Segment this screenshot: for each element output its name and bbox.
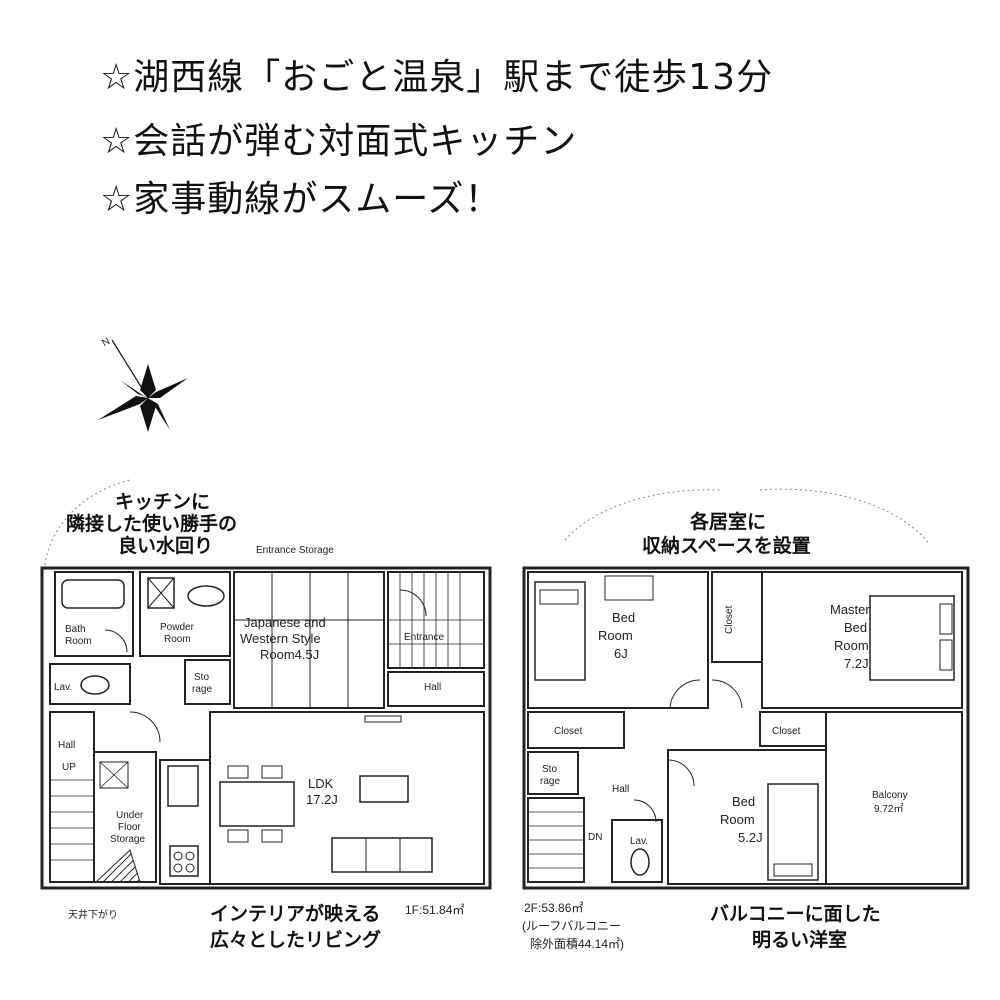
f2-bed5-label-2: Room (720, 812, 755, 827)
f2-lav-label: Lav. (630, 836, 648, 847)
f2-bed6-label-1: Bed (612, 610, 635, 625)
f2-hall-label: Hall (612, 784, 629, 795)
f1-japanese-label-1: Japanese and (244, 615, 326, 630)
f2-bed5-label-3: 5.2J (738, 830, 763, 845)
f1-caption-line2: 広々としたリビング (210, 928, 381, 951)
f2-balcony-label-2: 9.72㎡ (874, 803, 903, 815)
f1-ldk-label-1: LDK (308, 776, 334, 791)
f1-underfloor-label-2: Floor (118, 822, 141, 833)
headline-housework: ☆家事動線がスムーズ！ (100, 179, 502, 220)
f2-caption-line1: バルコニーに面した (710, 903, 881, 925)
f2-area-label-3: 除外面積44.14㎡) (530, 936, 624, 951)
f2-callout-line2: 収納スペースを設置 (642, 534, 811, 557)
f2-balcony-label-1: Balcony (872, 790, 908, 801)
compass-rose-icon: N (98, 336, 188, 432)
f1-japanese-label-3: Room4.5J (260, 647, 319, 662)
f2-area-label-1: 2F:53.86㎡ (524, 901, 583, 915)
f1-ldk-label-2: 17.2J (306, 792, 338, 807)
headline-kitchen: ☆会話が弾む対面式キッチン (100, 121, 578, 162)
f2-storage-label-2: rage (540, 776, 560, 787)
floor2-plan (522, 566, 970, 890)
f2-closet-c-label: Closet (772, 726, 801, 737)
f1-powder-label-2: Room (164, 634, 191, 645)
f2-storage-label-1: Sto (542, 764, 557, 775)
f1-caption-line1: インテリアが映える (210, 902, 380, 925)
f2-caption-line2: 明るい洋室 (752, 928, 847, 951)
f1-hall-upper-label: Hall (424, 682, 441, 693)
f1-area-label: 1F:51.84㎡ (405, 903, 464, 917)
f2-bed6-label-2: Room (598, 628, 633, 643)
f2-master-label-3: Room (834, 638, 869, 653)
f1-entrance-storage-label: Entrance Storage (256, 545, 334, 556)
f1-underfloor-label-1: Under (116, 810, 144, 821)
f2-master-label-1: Master (830, 602, 870, 617)
f2-bed5-label-1: Bed (732, 794, 755, 809)
f2-area-label-2: (ルーフバルコニー (522, 919, 621, 933)
f2-closet-b-label: Closet (554, 726, 583, 737)
f1-callout-line1: キッチンに (115, 491, 210, 513)
f1-entrance-label: Entrance (404, 632, 444, 643)
f1-lav-label: Lav. (54, 682, 72, 693)
f2-master-label-4: 7.2J (844, 656, 869, 671)
f1-storage-label-2: rage (192, 684, 212, 695)
f1-storage-label-1: Sto (194, 672, 209, 683)
f2-callout-line1: 各居室に (689, 510, 766, 533)
floor1-plan (40, 566, 492, 890)
f1-callout-line3: 良い水回り (118, 534, 213, 557)
f2-dn-label: DN (588, 832, 602, 843)
headline-station: ☆湖西線「おごと温泉」駅まで徒歩13分 (100, 57, 774, 98)
compass-north-label: N (100, 336, 112, 349)
f1-bath-label-2: Room (65, 636, 92, 647)
f2-bed6-label-3: 6J (614, 646, 628, 661)
f1-bath-label-1: Bath (65, 624, 86, 635)
f1-underfloor-label-3: Storage (110, 834, 145, 845)
f1-powder-label-1: Powder (160, 622, 195, 633)
f1-callout-line2: 隣接した使い勝手の (66, 512, 237, 535)
f1-japanese-label-2: Western Style (240, 631, 321, 646)
f2-closet-a-label: Closet (724, 605, 735, 634)
f2-master-label-2: Bed (844, 620, 867, 635)
f1-ceiling-note: 天井下がり (68, 908, 118, 921)
f1-hall-left-label: Hall (58, 740, 75, 751)
f1-up-label: UP (62, 762, 76, 773)
